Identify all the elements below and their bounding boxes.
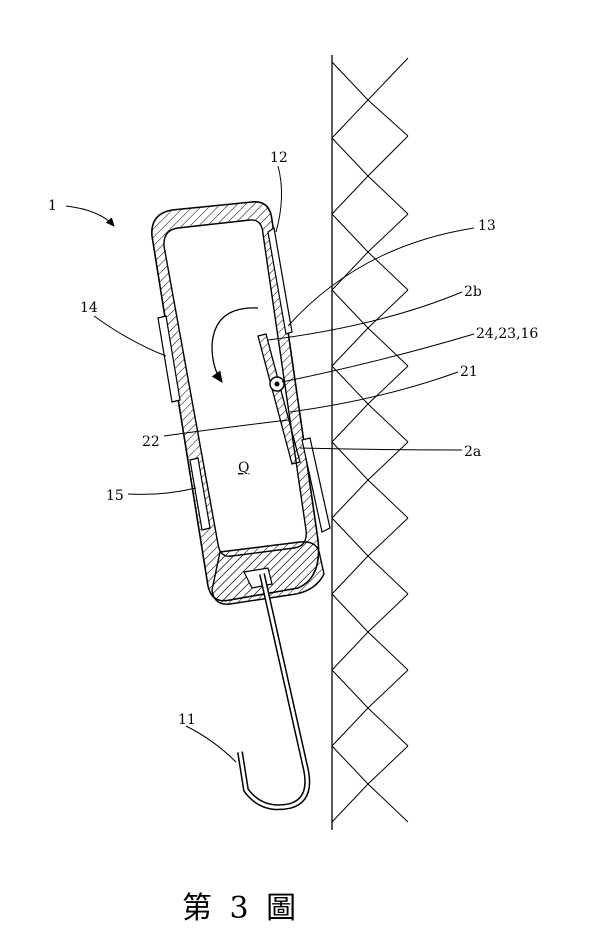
- leader-2a: [299, 447, 463, 451]
- plate-14: [157, 315, 181, 403]
- label-14: 14: [80, 300, 98, 316]
- leader-15: [127, 487, 197, 495]
- flange-lower: [301, 437, 331, 533]
- reference-labels: 1 12 13 14 2b 24,23,16 21 22 Q 2a 15 11: [48, 150, 538, 728]
- label-21: 21: [460, 364, 478, 380]
- leader-24: [281, 333, 475, 383]
- flange-13: [267, 226, 293, 335]
- label-11: 11: [178, 712, 196, 728]
- leader-11: [185, 725, 237, 763]
- leader-2b: [267, 291, 463, 341]
- leader-12: [275, 165, 283, 233]
- figure-caption: 第 3 圖: [182, 891, 300, 926]
- plate-15: [189, 457, 211, 531]
- wall: [331, 55, 409, 830]
- label-12: 12: [270, 150, 288, 166]
- leader-21: [289, 371, 459, 413]
- label-24-23-16: 24,23,16: [476, 326, 538, 342]
- leader-14: [93, 315, 167, 357]
- label-Q: Q: [238, 460, 249, 476]
- label-1: 1: [48, 198, 57, 214]
- leader-13: [287, 227, 475, 327]
- hook-11: [237, 573, 311, 811]
- leader-1: [65, 205, 115, 227]
- label-13: 13: [478, 218, 496, 234]
- label-2a: 2a: [464, 444, 481, 460]
- leader-lines: [65, 165, 475, 763]
- rotation-arrow: [211, 307, 259, 384]
- leader-22: [163, 419, 289, 437]
- label-22: 22: [142, 434, 160, 450]
- housing: [151, 201, 331, 605]
- wall-hatching: [331, 57, 409, 823]
- label-15: 15: [106, 488, 124, 504]
- label-2b: 2b: [464, 284, 482, 300]
- pivot-center: [274, 381, 280, 387]
